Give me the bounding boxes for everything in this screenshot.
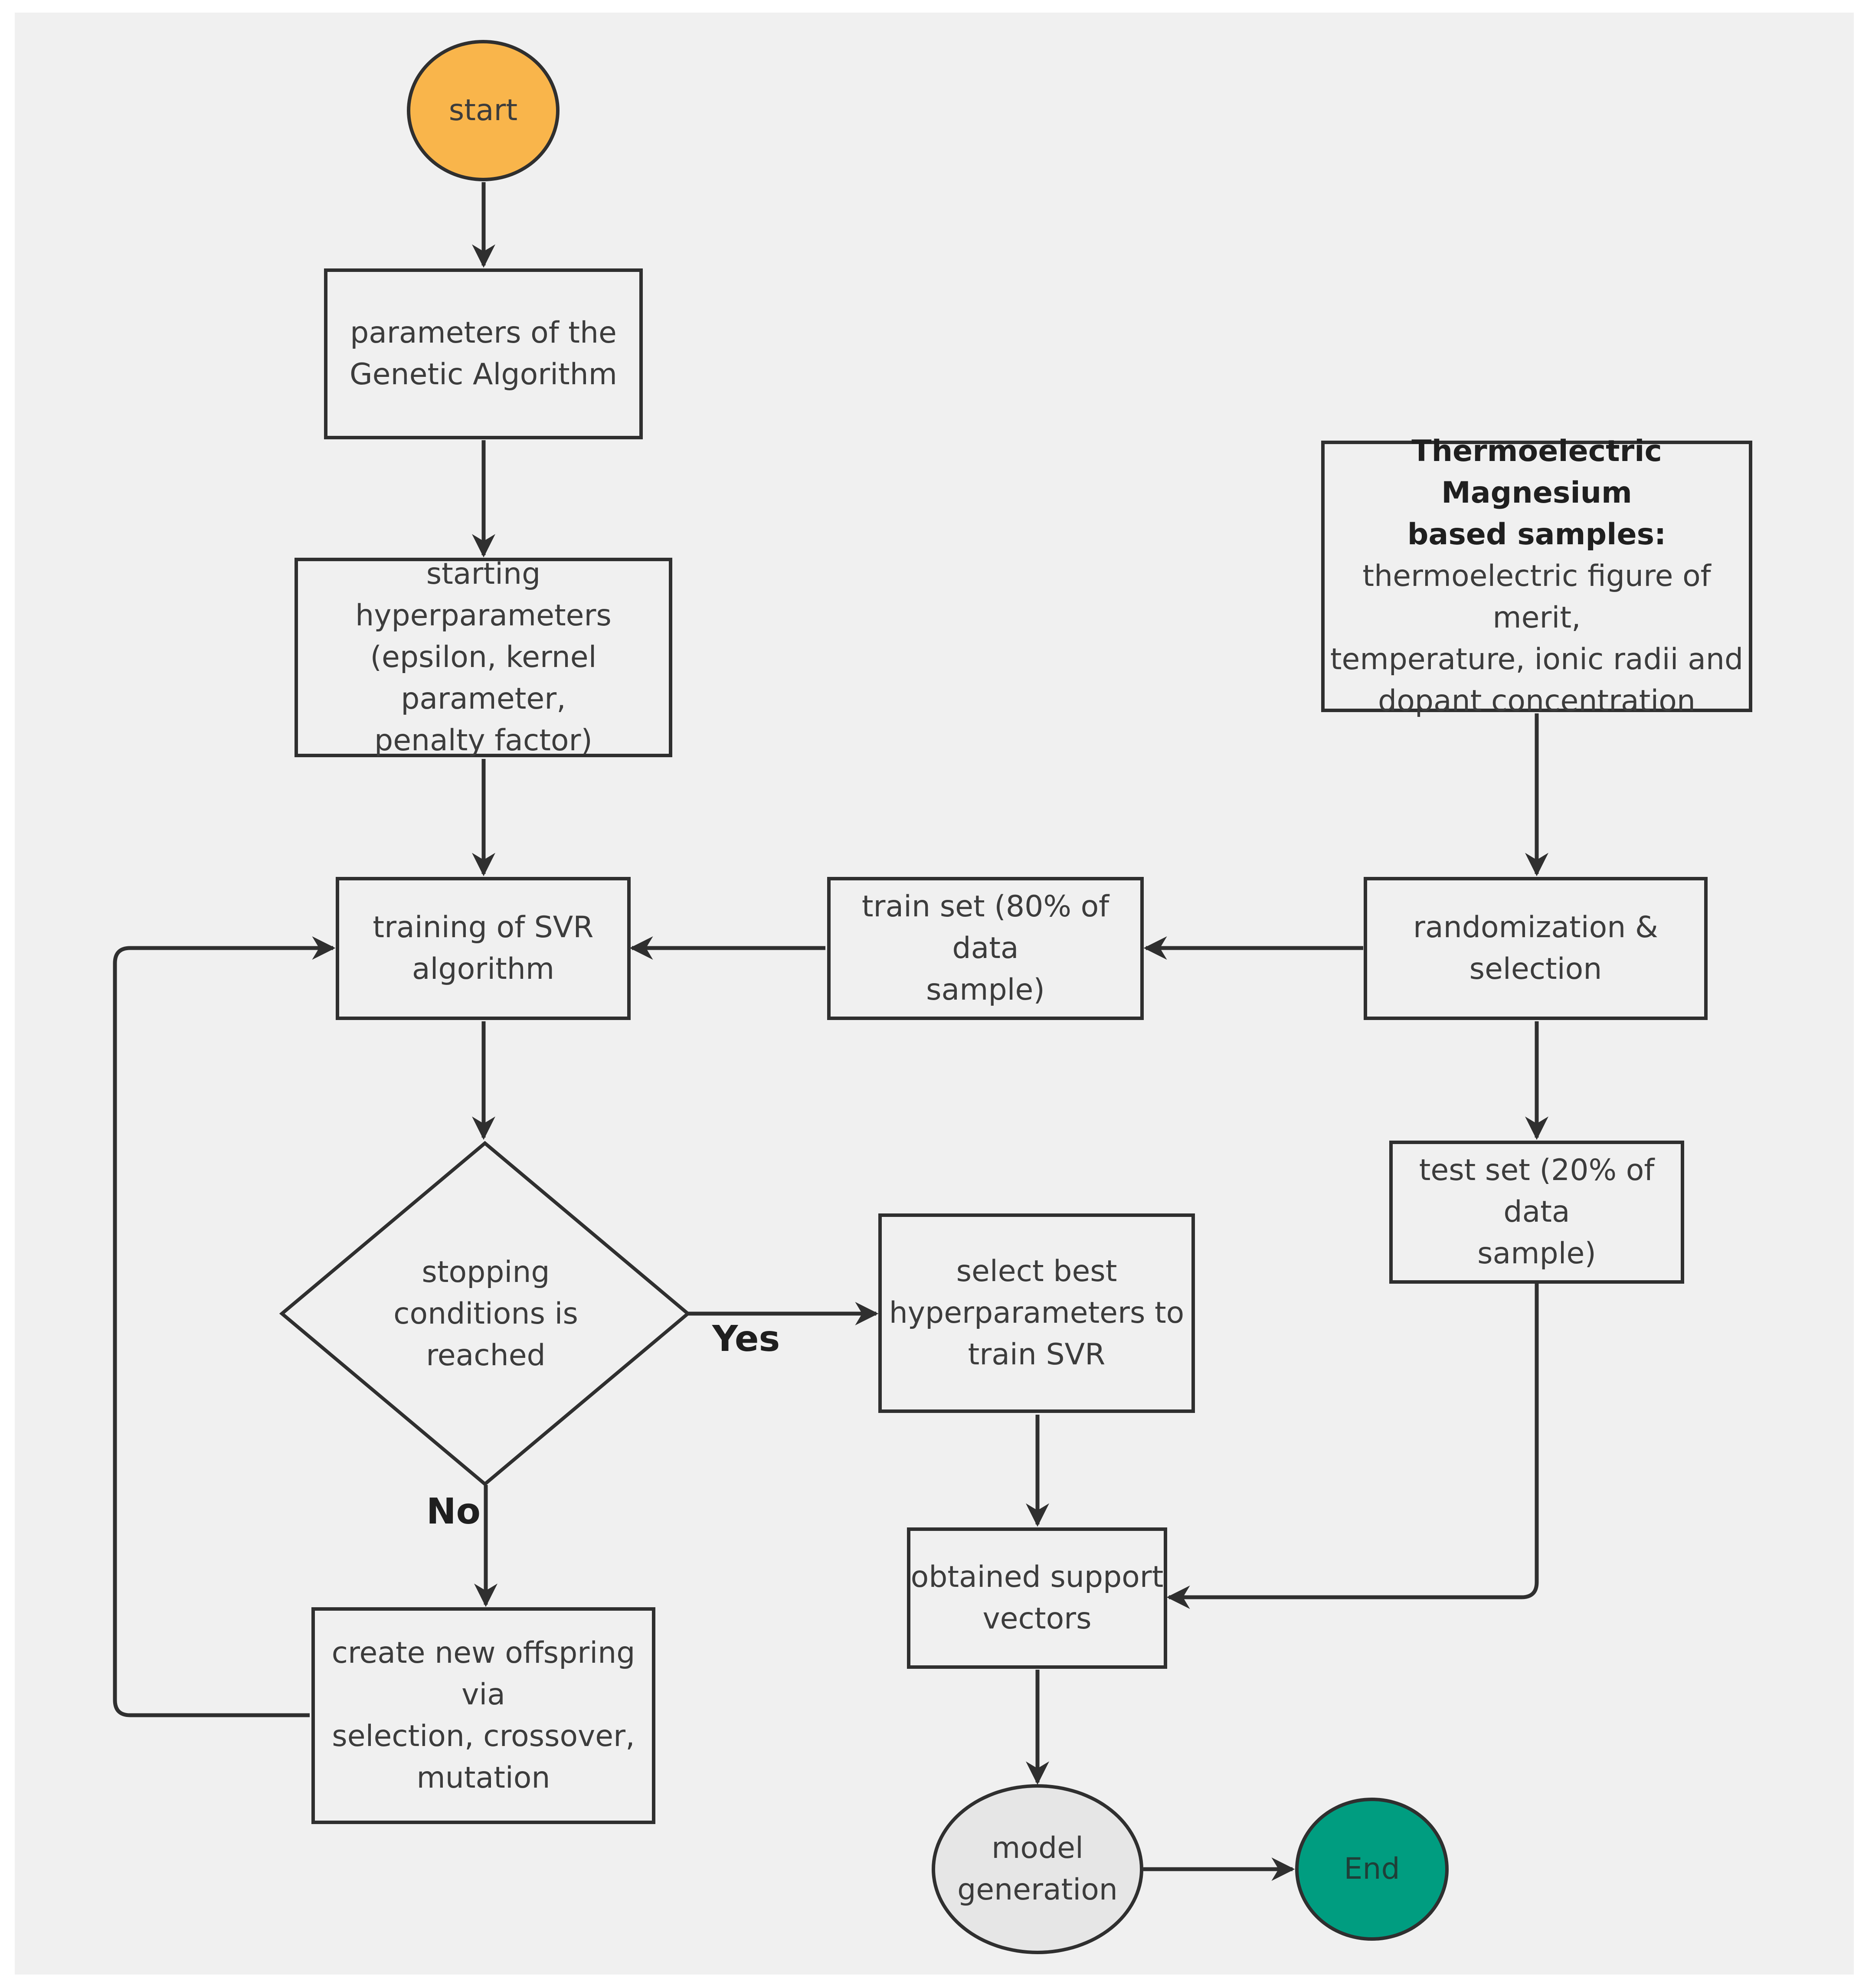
end-node: End xyxy=(1295,1798,1449,1941)
select-best-line-3: train SVR xyxy=(968,1337,1106,1372)
model-generation-node: model generation xyxy=(932,1784,1143,1954)
edge-test-set-to-support xyxy=(1166,1284,1539,1609)
model-line-1: model xyxy=(992,1831,1083,1865)
stopping-line-1: stopping xyxy=(422,1255,550,1289)
stopping-decision: stopping conditions is reached xyxy=(347,1214,625,1414)
start-hyper-line-2: (epsilon, kernel parameter, xyxy=(370,640,597,716)
random-line-2: selection xyxy=(1469,952,1602,986)
test-set-line-1: test set (20% of data xyxy=(1419,1153,1655,1229)
offspring-box: create new offspring via selection, cros… xyxy=(311,1607,655,1824)
test-set-box: test set (20% of data sample) xyxy=(1389,1141,1684,1284)
decision-diamond-shape xyxy=(279,1141,691,1487)
support-line-2: vectors xyxy=(982,1602,1092,1636)
start-hyper-line-1: starting hyperparameters xyxy=(355,557,612,633)
samples-line-1: thermoelectric figure of merit, xyxy=(1362,559,1711,635)
yes-label: Yes xyxy=(712,1318,780,1360)
offspring-line-2: selection, crossover, xyxy=(332,1719,635,1753)
randomization-box: randomization & selection xyxy=(1364,877,1708,1020)
select-best-line-1: select best xyxy=(956,1254,1117,1288)
offspring-line-3: mutation xyxy=(416,1761,550,1795)
end-label: End xyxy=(1344,1852,1400,1886)
train-set-box: train set (80% of data sample) xyxy=(827,877,1144,1020)
samples-line-2: temperature, ionic radii and xyxy=(1330,642,1744,677)
select-best-line-2: hyperparameters to xyxy=(889,1296,1185,1330)
samples-box: Thermoelectric Magnesium based samples: … xyxy=(1321,434,1752,718)
samples-title-line-1: Thermoelectric Magnesium xyxy=(1411,434,1662,510)
ga-params-line-1: parameters of the xyxy=(350,316,617,350)
train-set-line-1: train set (80% of data xyxy=(861,889,1109,965)
train-set-line-2: sample) xyxy=(926,973,1045,1007)
stopping-line-2: conditions is xyxy=(393,1297,578,1331)
stopping-line-3: reached xyxy=(426,1338,546,1373)
samples-title-line-2: based samples: xyxy=(1407,517,1666,552)
select-best-box: select best hyperparameters to train SVR xyxy=(878,1213,1195,1413)
edge-offspring-to-training xyxy=(113,936,336,1717)
start-label: start xyxy=(448,93,518,128)
no-label: No xyxy=(426,1491,481,1532)
test-set-line-2: sample) xyxy=(1477,1236,1596,1271)
start-node: start xyxy=(407,40,560,181)
ga-params-line-2: Genetic Algorithm xyxy=(349,357,618,392)
samples-line-3: dopant concentration xyxy=(1378,684,1695,718)
start-hyper-line-3: penalty factor) xyxy=(374,723,592,758)
support-vectors-box: obtained support vectors xyxy=(907,1527,1167,1669)
start-hyperparameters-box: starting hyperparameters (epsilon, kerne… xyxy=(295,557,672,758)
training-line-1: training of SVR xyxy=(373,910,594,945)
model-line-2: generation xyxy=(957,1873,1118,1907)
offspring-line-1: create new offspring via xyxy=(331,1636,635,1712)
training-line-2: algorithm xyxy=(412,952,555,986)
random-line-1: randomization & xyxy=(1413,910,1658,945)
ga-params-box: parameters of the Genetic Algorithm xyxy=(324,268,643,439)
svr-training-box: training of SVR algorithm xyxy=(336,877,631,1020)
support-line-1: obtained support xyxy=(910,1560,1164,1594)
